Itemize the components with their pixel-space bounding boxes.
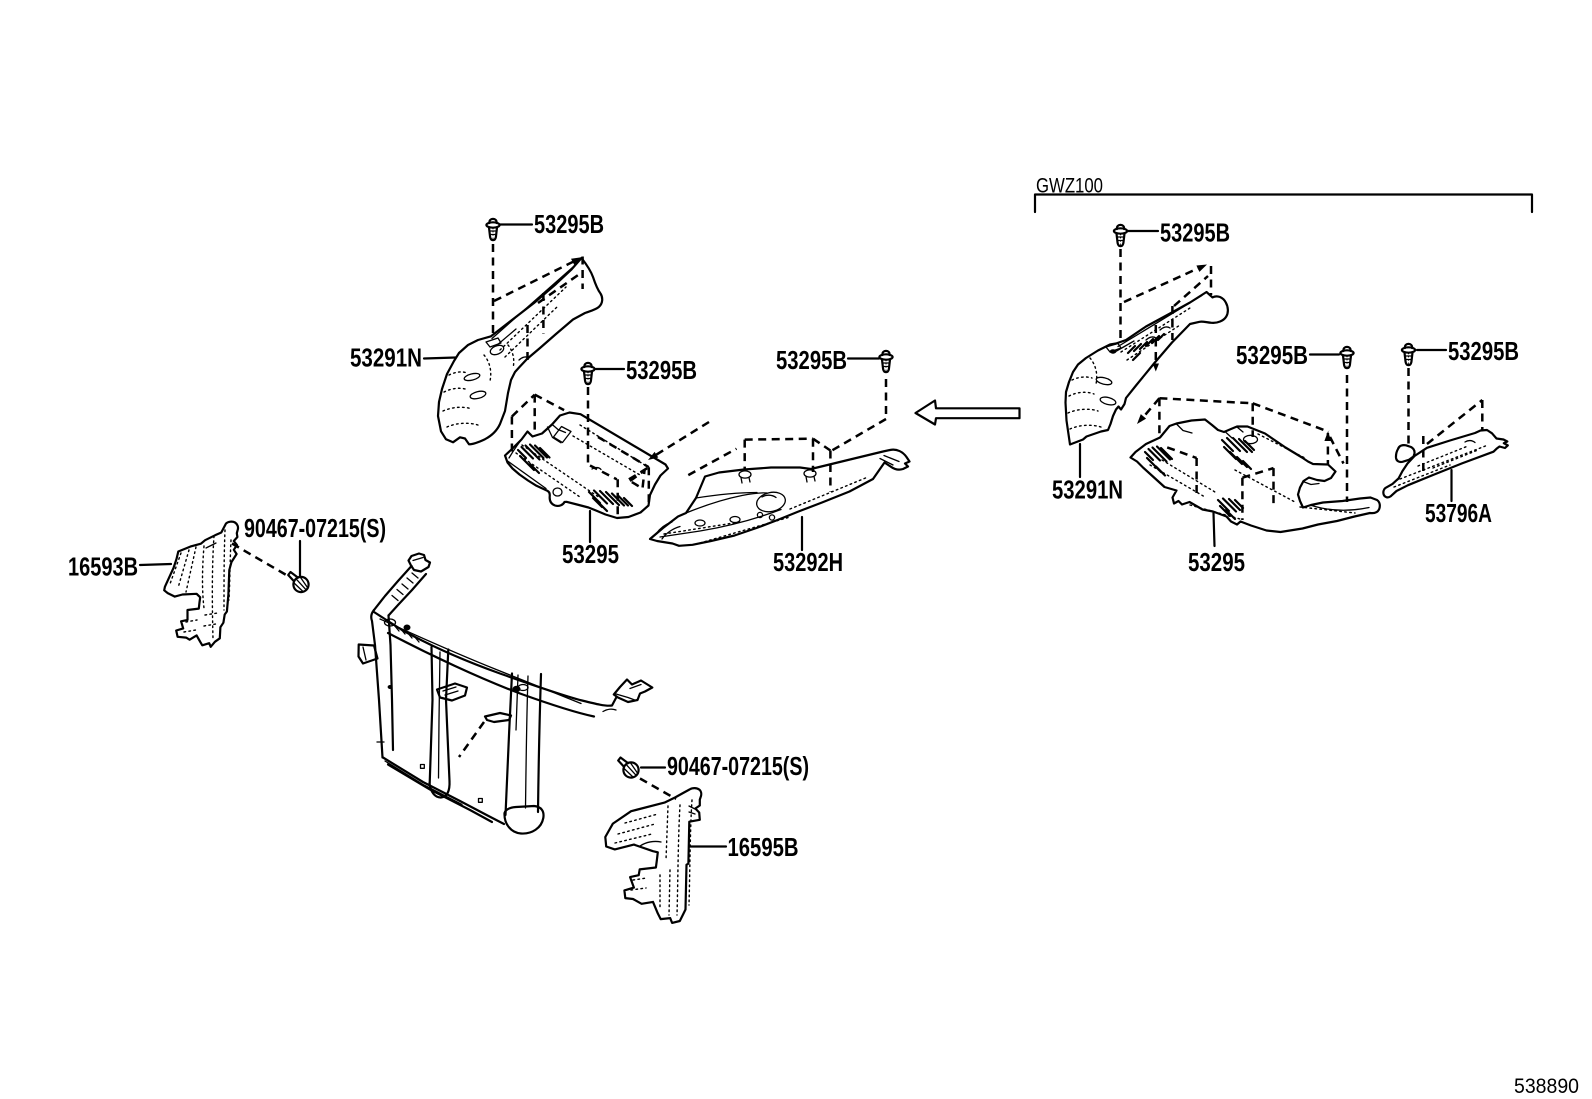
svg-text:53295: 53295: [1188, 547, 1245, 577]
svg-text:53295B: 53295B: [534, 209, 604, 239]
svg-text:53295B: 53295B: [1236, 340, 1308, 370]
svg-text:90467-07215(S): 90467-07215(S): [667, 751, 809, 781]
svg-text:53295B: 53295B: [1448, 336, 1519, 366]
svg-text:53796A: 53796A: [1425, 498, 1492, 528]
svg-text:16595B: 16595B: [728, 832, 799, 862]
svg-text:53295B: 53295B: [626, 355, 697, 385]
svg-text:90467-07215(S): 90467-07215(S): [244, 513, 386, 543]
svg-text:53295B: 53295B: [1160, 218, 1230, 248]
svg-text:53291N: 53291N: [350, 343, 422, 373]
svg-text:538890: 538890: [1514, 1075, 1579, 1098]
svg-text:53295: 53295: [562, 539, 619, 569]
svg-text:53295B: 53295B: [776, 345, 847, 375]
svg-text:GWZ100: GWZ100: [1036, 175, 1103, 198]
svg-text:53292H: 53292H: [773, 547, 843, 577]
svg-text:16593B: 16593B: [68, 552, 138, 582]
svg-text:53291N: 53291N: [1052, 475, 1123, 505]
